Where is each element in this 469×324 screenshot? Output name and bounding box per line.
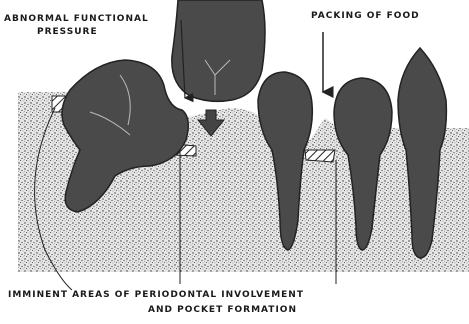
label-imminent-areas: IMMINENT AREAS OF PERIODONTAL INVOLVEMEN… (8, 289, 304, 301)
upper-tooth (172, 0, 265, 101)
label-abnormal-functional: ABNORMAL FUNCTIONAL (4, 13, 149, 25)
label-packing-of-food: PACKING OF FOOD (311, 10, 420, 22)
label-pressure: PRESSURE (37, 26, 98, 38)
label-pocket-formation: AND POCKET FORMATION (148, 304, 297, 316)
